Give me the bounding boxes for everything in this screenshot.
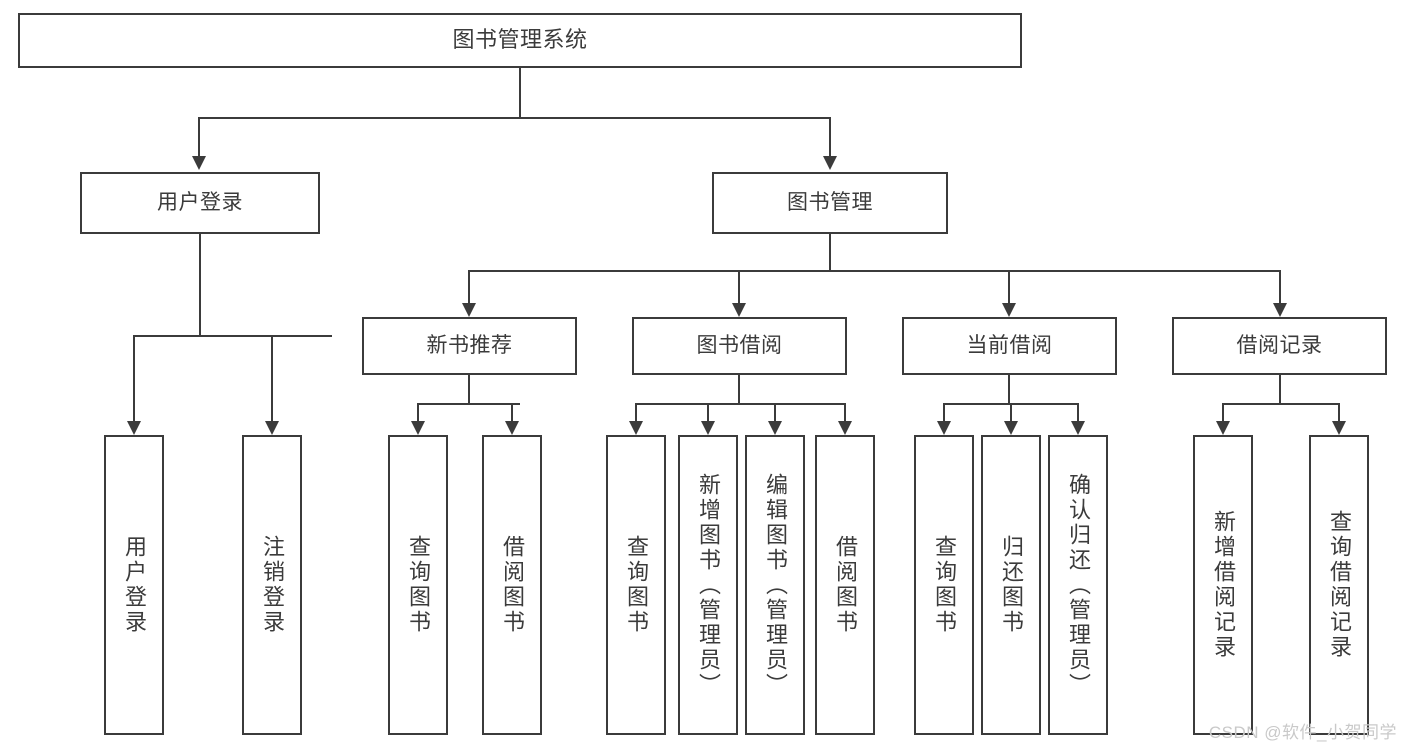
arrow-to-leaf-user-login: [127, 421, 141, 435]
leaf-records-query[interactable]: 查询借阅记录: [1309, 435, 1369, 735]
node-label: 图书借阅: [696, 334, 783, 358]
leaf-new-book-query[interactable]: 查询图书: [388, 435, 448, 735]
node-book-management[interactable]: 图书管理: [712, 172, 948, 234]
edge-book-borrow-leaf-2: [774, 403, 776, 421]
edge-to-leaf-logout: [271, 335, 273, 421]
node-root-system[interactable]: 图书管理系统: [18, 13, 1022, 68]
arrow-current-borrow-leaf-1: [1004, 421, 1018, 435]
node-label: 借阅记录: [1236, 334, 1323, 358]
node-label: 归还图书: [998, 535, 1024, 635]
node-label: 用户登录: [121, 535, 147, 635]
arrow-book-borrow-leaf-1: [701, 421, 715, 435]
arrow-to-book-borrow: [732, 303, 746, 317]
leaf-current-query[interactable]: 查询图书: [914, 435, 974, 735]
leaf-borrow-edit-book[interactable]: 编辑图书（管理员）: [745, 435, 805, 735]
node-label: 查询图书: [931, 535, 957, 635]
arrow-to-current-borrow: [1002, 303, 1016, 317]
edge-book-borrow-leaf-3: [844, 403, 846, 421]
arrow-to-book-mgmt: [823, 156, 837, 170]
edge-borrow-records-leaf-1: [1338, 403, 1340, 421]
edge-new-book-leaf-0: [417, 403, 419, 421]
edge-book-borrow-leaf-0: [635, 403, 637, 421]
leaf-user-login[interactable]: 用户登录: [104, 435, 164, 735]
node-label: 新增借阅记录: [1210, 510, 1236, 660]
arrow-to-leaf-logout: [265, 421, 279, 435]
edge-new-book-trunk: [468, 375, 470, 404]
leaf-current-return[interactable]: 归还图书: [981, 435, 1041, 735]
arrow-new-book-leaf-0: [411, 421, 425, 435]
edge-borrow-records-trunk: [1279, 375, 1281, 404]
node-label: 确认归还（管理员）: [1065, 472, 1091, 698]
edge-borrow-records-spine: [1222, 403, 1339, 405]
node-borrow-records[interactable]: 借阅记录: [1172, 317, 1387, 375]
leaf-borrow-borrow-book[interactable]: 借阅图书: [815, 435, 875, 735]
edge-to-borrow-records: [1279, 270, 1281, 303]
arrow-current-borrow-leaf-2: [1071, 421, 1085, 435]
node-label: 查询借阅记录: [1326, 510, 1352, 660]
node-label: 借阅图书: [499, 535, 525, 635]
node-label: 用户登录: [157, 191, 243, 215]
node-label: 当前借阅: [966, 334, 1053, 358]
node-label: 新增图书（管理员）: [695, 472, 721, 698]
leaf-logout[interactable]: 注销登录: [242, 435, 302, 735]
arrow-book-borrow-leaf-0: [629, 421, 643, 435]
edge-root-trunk: [519, 68, 521, 117]
arrow-borrow-records-leaf-1: [1332, 421, 1346, 435]
leaf-borrow-query[interactable]: 查询图书: [606, 435, 666, 735]
arrow-book-borrow-leaf-2: [768, 421, 782, 435]
leaf-current-confirm-return[interactable]: 确认归还（管理员）: [1048, 435, 1108, 735]
node-user-login[interactable]: 用户登录: [80, 172, 320, 234]
node-label: 查询图书: [623, 535, 649, 635]
node-label: 查询图书: [405, 535, 431, 635]
leaf-records-add[interactable]: 新增借阅记录: [1193, 435, 1253, 735]
edge-current-borrow-leaf-2: [1077, 403, 1079, 421]
edge-book-borrow-trunk: [738, 375, 740, 404]
arrow-to-borrow-records: [1273, 303, 1287, 317]
arrow-current-borrow-leaf-0: [937, 421, 951, 435]
edge-level2-spine: [468, 270, 1281, 272]
node-label: 图书管理系统: [452, 27, 588, 53]
edge-user-login-trunk: [199, 234, 201, 336]
leaf-borrow-add-book[interactable]: 新增图书（管理员）: [678, 435, 738, 735]
edge-current-borrow-leaf-0: [943, 403, 945, 421]
node-label: 借阅图书: [832, 535, 858, 635]
node-label: 图书管理: [787, 191, 873, 215]
node-label: 新书推荐: [426, 334, 513, 358]
edge-current-borrow-trunk: [1008, 375, 1010, 404]
edge-book-mgmt-trunk: [829, 234, 831, 271]
edge-to-book-mgmt: [829, 117, 831, 156]
edge-to-current-borrow: [1008, 270, 1010, 303]
edge-new-book-spine: [417, 403, 520, 405]
edge-borrow-records-leaf-0: [1222, 403, 1224, 421]
edge-new-book-leaf-1: [511, 403, 513, 421]
node-book-borrow[interactable]: 图书借阅: [632, 317, 847, 375]
arrow-to-user-login: [192, 156, 206, 170]
edge-to-user-login: [198, 117, 200, 156]
edge-level1-spine: [199, 117, 831, 119]
edge-user-login-spine: [133, 335, 332, 337]
edge-book-borrow-spine: [635, 403, 845, 405]
node-label: 注销登录: [259, 535, 285, 635]
edge-to-leaf-user-login: [133, 335, 135, 421]
edge-to-new-book: [468, 270, 470, 303]
leaf-new-book-borrow[interactable]: 借阅图书: [482, 435, 542, 735]
edge-to-book-borrow: [738, 270, 740, 303]
edge-current-borrow-leaf-1: [1010, 403, 1012, 421]
edge-book-borrow-leaf-1: [707, 403, 709, 421]
node-new-book-recommend[interactable]: 新书推荐: [362, 317, 577, 375]
arrow-to-new-book: [462, 303, 476, 317]
arrow-book-borrow-leaf-3: [838, 421, 852, 435]
arrow-borrow-records-leaf-0: [1216, 421, 1230, 435]
arrow-new-book-leaf-1: [505, 421, 519, 435]
node-label: 编辑图书（管理员）: [762, 472, 788, 698]
node-current-borrow[interactable]: 当前借阅: [902, 317, 1117, 375]
